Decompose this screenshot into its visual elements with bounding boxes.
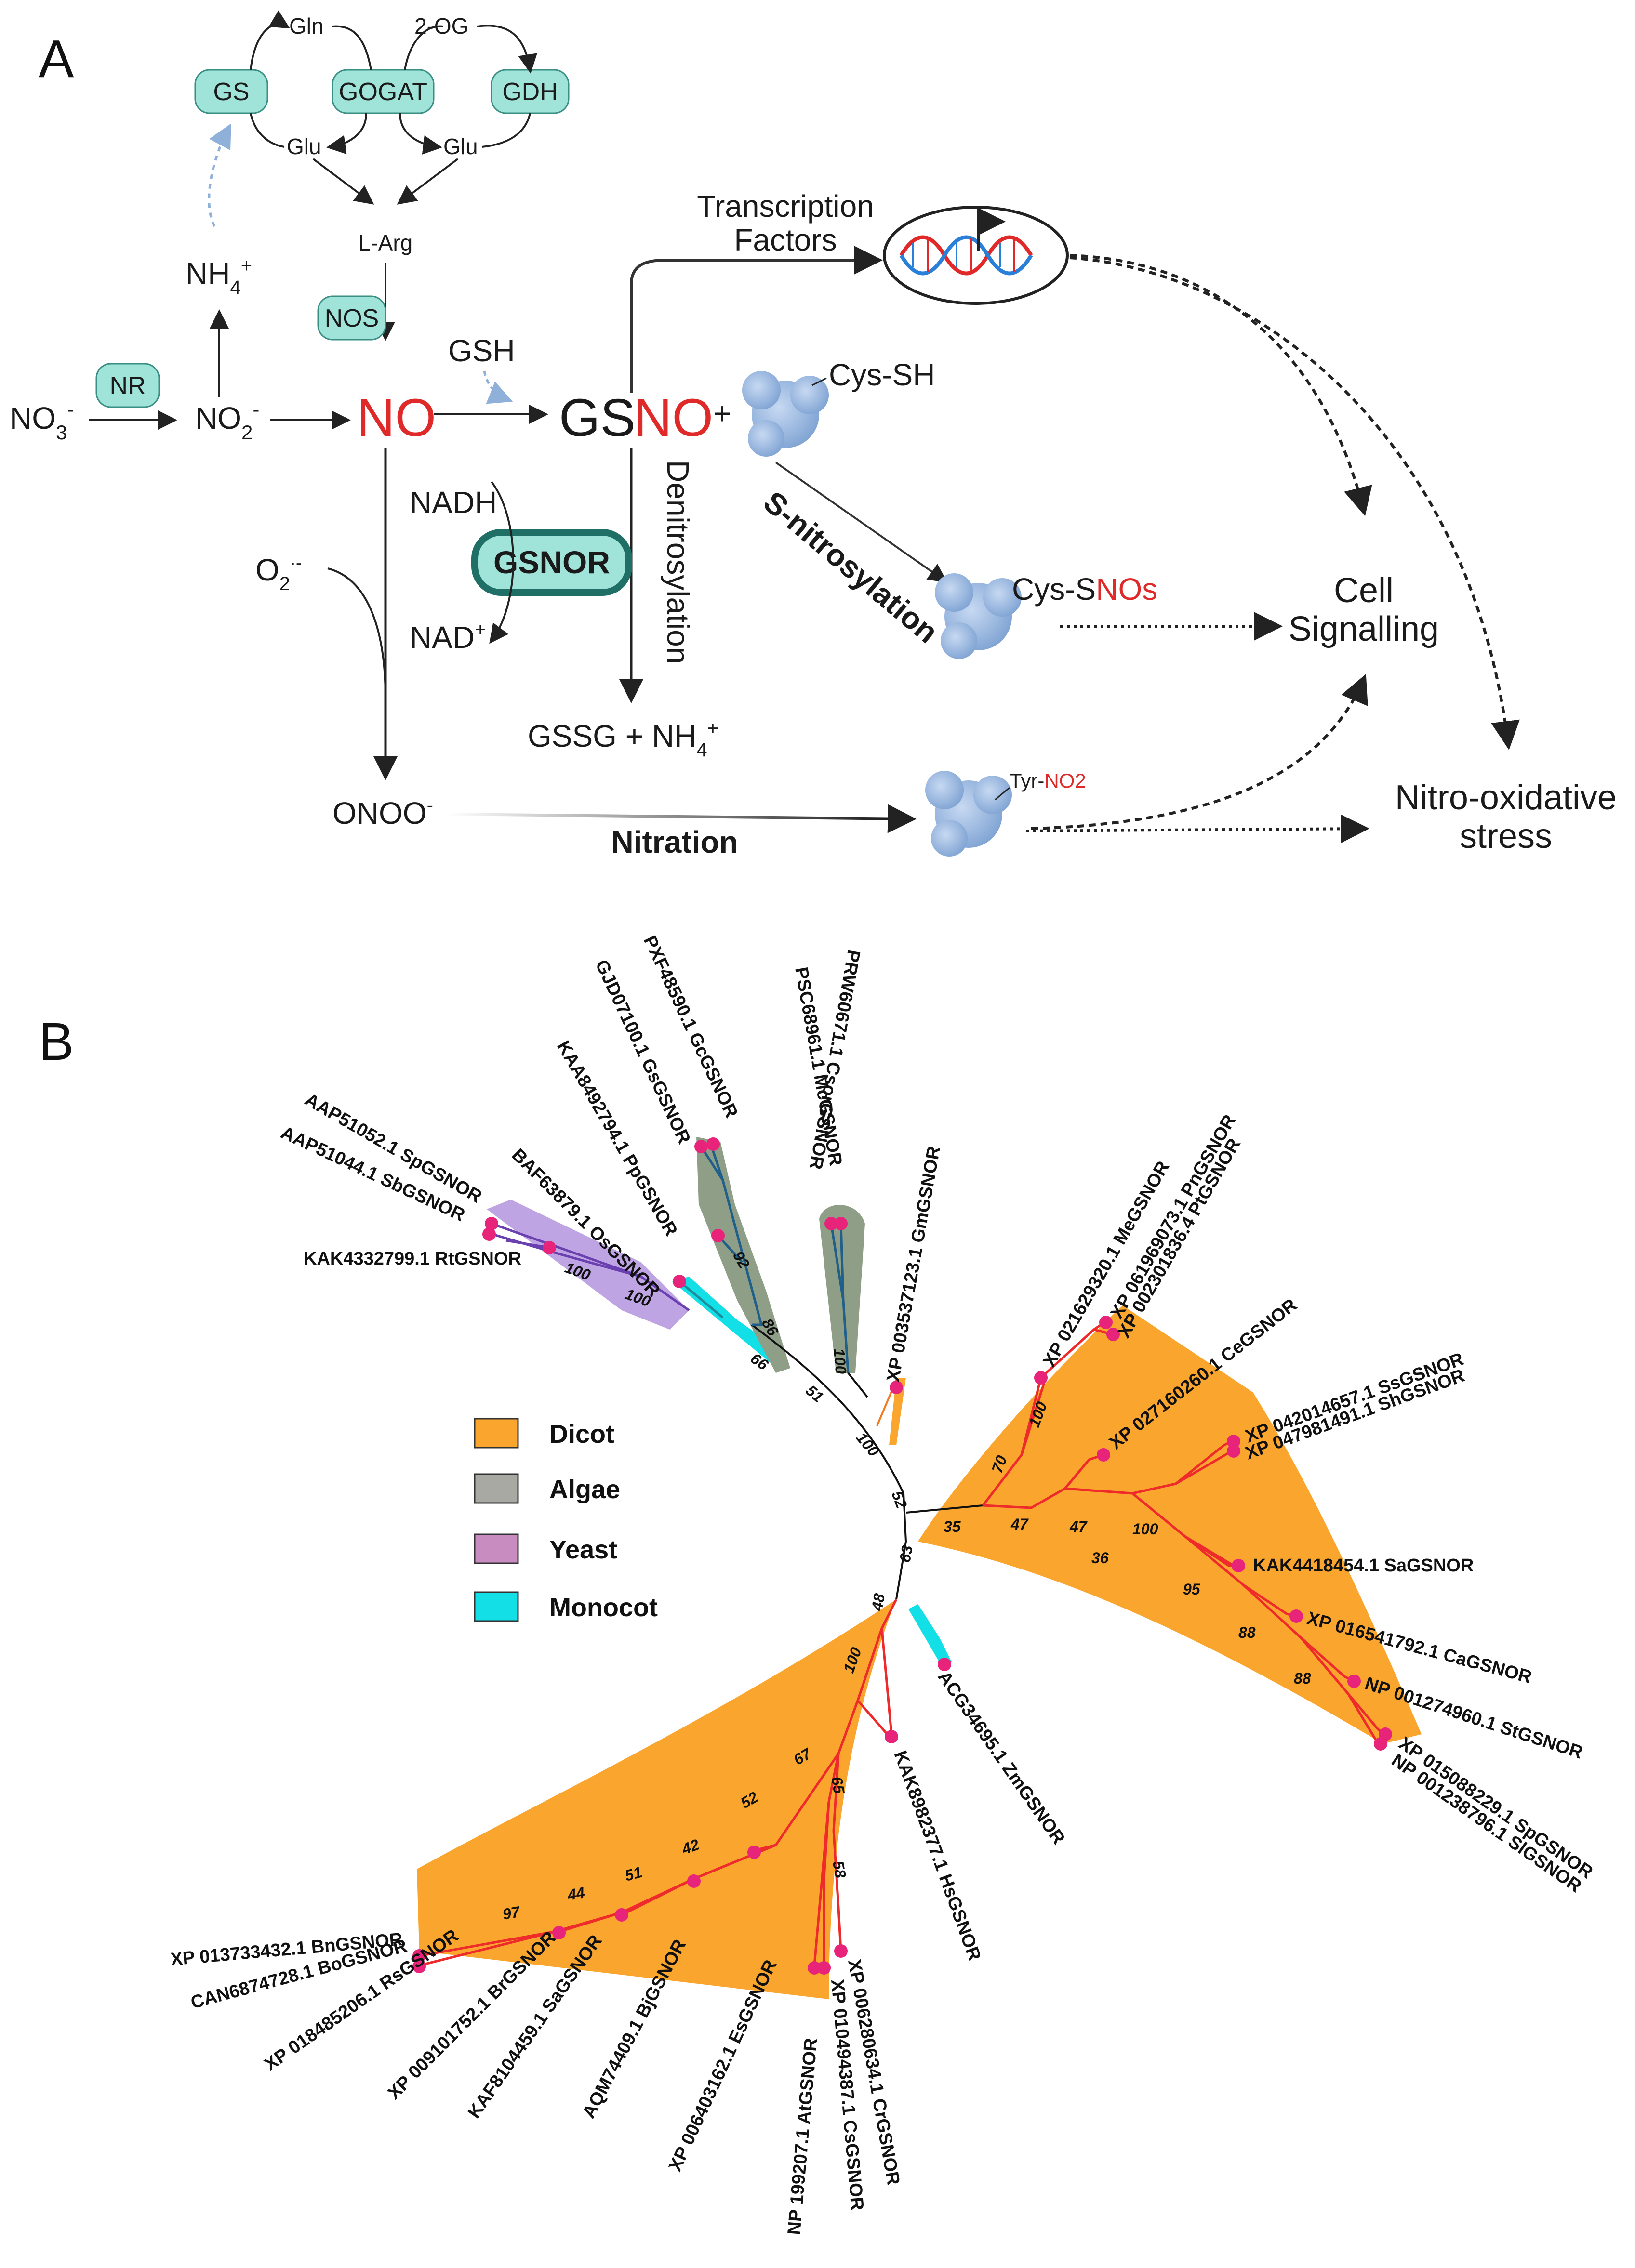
legend-label-dicot: Dicot <box>549 1420 614 1449</box>
nitration-branch: O2·- ONOO- Nitration Tyr-NO2 Nitro-oxida… <box>255 448 1617 859</box>
leaf-dots <box>412 1137 1392 1975</box>
bootstrap-label: 88 <box>1238 1624 1256 1641</box>
leaf-label: XP 006403162.1 EsGSNOR <box>665 1957 781 2175</box>
leaf-labels: PXF48590.1 GcGSNOR GJD07100.1 GsGSNOR KA… <box>170 933 1596 2236</box>
bootstrap-label: 35 <box>944 1518 961 1535</box>
nitrite-label: NO2- <box>195 398 259 444</box>
peroxynitrite-label: ONOO- <box>332 795 433 831</box>
nitrate-label: NO3- <box>10 398 74 444</box>
nitrogen-assimilation-cycle: GS GOGAT GDH Gln 2-OG Glu Glu L-Arg NOS <box>194 10 570 341</box>
gsnor-denitrosylation: Denitrosylation GSNOR NADH NAD+ GSSG + N… <box>410 448 718 761</box>
legend-swatch-dicot <box>474 1418 519 1449</box>
nitric-oxide-label: NO <box>357 388 436 448</box>
bootstrap-label: 100 <box>1132 1520 1158 1538</box>
panel-a-label: A <box>39 29 74 89</box>
superoxide-label: O2·- <box>255 553 302 594</box>
glu-label-2: Glu <box>443 134 478 159</box>
glu-label-1: Glu <box>287 134 321 159</box>
nitration-label: Nitration <box>611 825 738 859</box>
enzyme-gs <box>194 69 268 114</box>
bootstrap-label: 100 <box>830 1347 850 1375</box>
dicot-clade-gm <box>889 1378 906 1445</box>
leaf-label: XP 003537123.1 GmGSNOR <box>883 1145 944 1383</box>
legend-swatch-yeast <box>474 1533 519 1564</box>
l-arg-label: L-Arg <box>359 230 412 255</box>
gsno-no-label: NO <box>634 388 713 448</box>
nad-label: NAD+ <box>410 619 486 655</box>
enzyme-nr <box>95 363 160 408</box>
enzyme-gsnor-label: GSNOR <box>493 544 610 580</box>
gssg-label: GSSG + NH4+ <box>528 718 718 761</box>
cys-snos-label: Cys-SNOs <box>1012 572 1157 607</box>
bootstrap-label: 52 <box>888 1489 910 1511</box>
bootstrap-label: 100 <box>853 1429 883 1460</box>
panel-b-label: B <box>39 1012 74 1071</box>
gsh-label: GSH <box>448 333 515 368</box>
nadh-label: NADH <box>410 485 497 520</box>
legend-swatch-algae <box>474 1473 519 1504</box>
nitrate-reduction: NO3- NR NO2- NH4+ <box>10 255 351 444</box>
bootstrap-label: 48 <box>868 1592 888 1612</box>
bootstrap-label: 58 <box>829 1859 850 1880</box>
dicot-clade-left <box>417 1599 896 1999</box>
leaf-label: KAK4418454.1 SaGSNOR <box>1253 1556 1474 1576</box>
yeast-clade <box>487 1200 689 1330</box>
s-nitrosylation-branch: Cys-SH S-nitrosylation Cys-SNOs Cell Sig… <box>742 357 1439 659</box>
enzyme-gogat <box>332 69 435 114</box>
leaf-label: XP 002301836.4 PtGSNOR <box>1114 1135 1245 1341</box>
enzyme-gdh-label: GDH <box>502 78 558 106</box>
leaf-label: KAK4332799.1 RtGSNOR <box>304 1249 521 1269</box>
transcription-label-1: Transcription <box>697 189 874 224</box>
panel-a: A GS GOGAT GDH Gln 2-OG Glu Glu L-Arg <box>10 10 1617 859</box>
enzyme-nr-label: NR <box>109 372 146 400</box>
gsno-plus-label: + <box>713 396 731 431</box>
gsno-gs-label: GS <box>559 388 636 448</box>
denitrosylation-label: Denitrosylation <box>661 460 695 664</box>
cys-sh-label: Cys-SH <box>829 357 935 392</box>
bootstrap-label: 47 <box>1069 1518 1088 1535</box>
legend-label-monocot: Monocot <box>549 1593 658 1622</box>
dna-icon <box>899 207 1033 276</box>
gln-label: Gln <box>289 13 324 39</box>
enzyme-nos <box>317 295 386 341</box>
leaf-label: KAK8982377.1 HsGSNOR <box>890 1748 985 1964</box>
protein-icon <box>742 371 829 457</box>
legend-label-yeast: Yeast <box>549 1535 617 1564</box>
tyr-no2-label: Tyr-NO2 <box>1010 769 1086 792</box>
panel-b: B <box>39 933 1596 2236</box>
nitro-oxidative-label-1: Nitro-oxidative <box>1395 778 1617 817</box>
ammonium-label: NH4+ <box>186 255 252 298</box>
bootstrap-label: 95 <box>1183 1581 1201 1598</box>
leaf-label: NP 199207.1 AtGSNOR <box>784 2037 822 2236</box>
cell-signalling-label-2: Signalling <box>1289 610 1439 648</box>
bootstrap-label: 65 <box>828 1775 848 1795</box>
bootstrap-label: 63 <box>896 1544 916 1564</box>
leaf-label: XP 047981491.1 ShGSNOR <box>1243 1366 1467 1464</box>
bootstrap-label: 47 <box>1010 1516 1029 1533</box>
cell-signalling-label-1: Cell <box>1334 571 1394 610</box>
bootstrap-label: 88 <box>1294 1670 1311 1687</box>
nitro-oxidative-label-2: stress <box>1460 817 1552 856</box>
protein-icon <box>935 573 1022 659</box>
legend-label-algae: Algae <box>549 1475 620 1504</box>
legend-swatch-monocot <box>474 1591 519 1622</box>
leaf-label: ACG34695.1 ZmGSNOR <box>934 1667 1069 1848</box>
no-to-gsno: NO GSH GS NO + <box>357 333 731 448</box>
s-nitrosylation-label: S-nitrosylation <box>757 485 944 650</box>
bootstrap-label: 44 <box>566 1884 586 1904</box>
monocot-clade-zm <box>908 1604 952 1667</box>
leaf-label: NP 001238796.1 SlGSNOR <box>1388 1750 1585 1897</box>
protein-icon <box>925 771 1012 857</box>
enzyme-nos-label: NOS <box>325 304 379 332</box>
dna-circle <box>883 206 1069 305</box>
transcription-label-2: Factors <box>734 223 837 257</box>
enzyme-gs-label: GS <box>213 78 249 106</box>
legend: Dicot Algae Yeast Monocot <box>474 1418 658 1622</box>
transcription-branch: Transcription Factors <box>630 189 1520 750</box>
bootstrap-label: 36 <box>1091 1549 1109 1567</box>
enzyme-gogat-label: GOGAT <box>339 78 427 106</box>
